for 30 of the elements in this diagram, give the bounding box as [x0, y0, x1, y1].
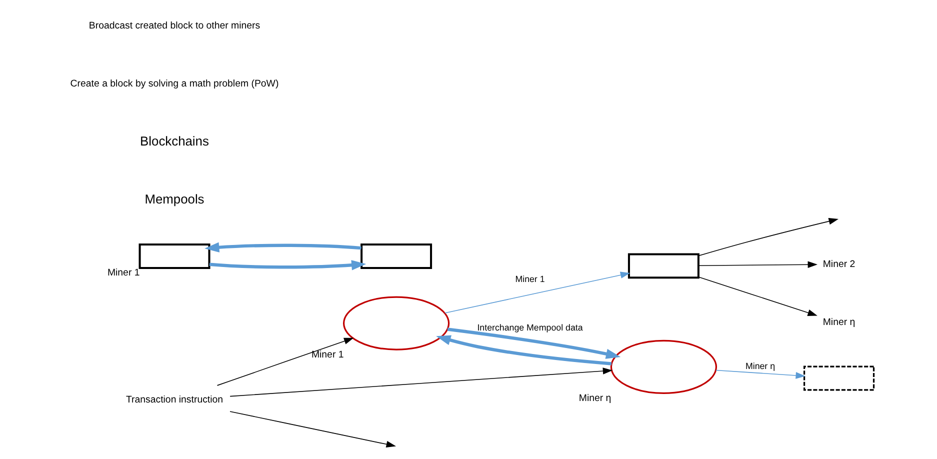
node-box: [802, 366, 874, 391]
arrow: [698, 218, 838, 256]
arrow: [446, 328, 620, 359]
node-box: [627, 253, 699, 279]
node-label: Miner 1: [310, 349, 344, 360]
node-label: Miner η: [578, 392, 611, 404]
node-label: Miner 1: [106, 268, 140, 279]
node-box: [360, 244, 432, 269]
arrow: [216, 338, 354, 386]
label: Mempools: [144, 192, 204, 207]
arrow: [444, 272, 630, 314]
edge-label: Interchange Mempool data: [476, 322, 582, 332]
arrow: [715, 370, 805, 379]
node-box: [138, 244, 210, 269]
label: Broadcast created block to other miners: [88, 20, 260, 32]
edge-label: Miner 1: [514, 274, 544, 284]
node-text: Miner 2: [822, 258, 855, 270]
label: Create a block by solving a math problem (PoW): [70, 78, 278, 90]
arrow: [229, 411, 396, 448]
arrow: [436, 335, 612, 366]
node-text: Miner η: [822, 316, 855, 328]
node-text: Transaction instruction: [125, 394, 223, 406]
label: Blockchains: [140, 133, 208, 148]
arrow: [698, 261, 818, 268]
edge-label: Miner η: [744, 361, 775, 372]
node-ellipse: [610, 340, 717, 394]
arrow: [229, 368, 612, 397]
arrow: [204, 242, 361, 252]
arrow: [208, 260, 366, 270]
arrow: [698, 276, 817, 316]
